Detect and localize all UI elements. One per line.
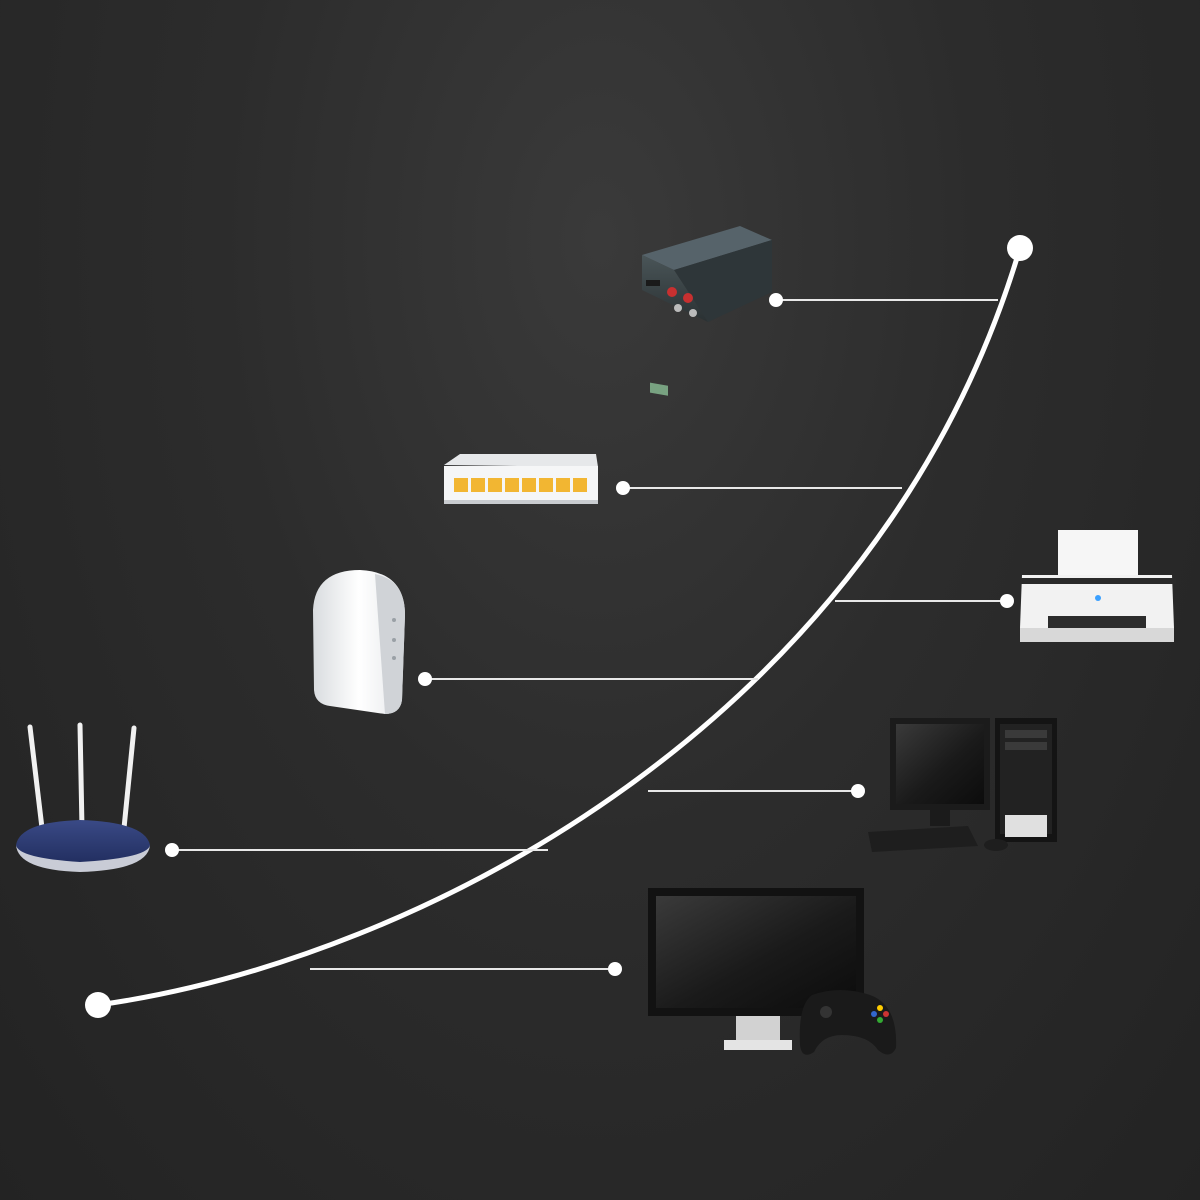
modem-icon (313, 570, 405, 714)
ethernet-switch-icon (444, 454, 598, 504)
wifi-router-icon (16, 722, 150, 872)
branch-dot-printer (1000, 594, 1014, 608)
branch-dot-modem (418, 672, 432, 686)
curve-end-dot (1007, 235, 1033, 261)
branch-lines (172, 299, 1007, 970)
printer-icon (1018, 530, 1176, 642)
power-amplifier-icon (642, 226, 772, 396)
monitor-game-controller-icon (648, 888, 897, 1055)
connection-curve (95, 245, 1023, 1008)
desktop-computer-icon (868, 718, 1057, 852)
branch-dot-tv (608, 962, 622, 976)
branch-dot-router (165, 843, 179, 857)
branch-dots (165, 293, 1014, 976)
branch-dot-computer (851, 784, 865, 798)
branch-dot-amplifier (769, 293, 783, 307)
branch-dot-switch (616, 481, 630, 495)
curve-start-dot (85, 992, 111, 1018)
